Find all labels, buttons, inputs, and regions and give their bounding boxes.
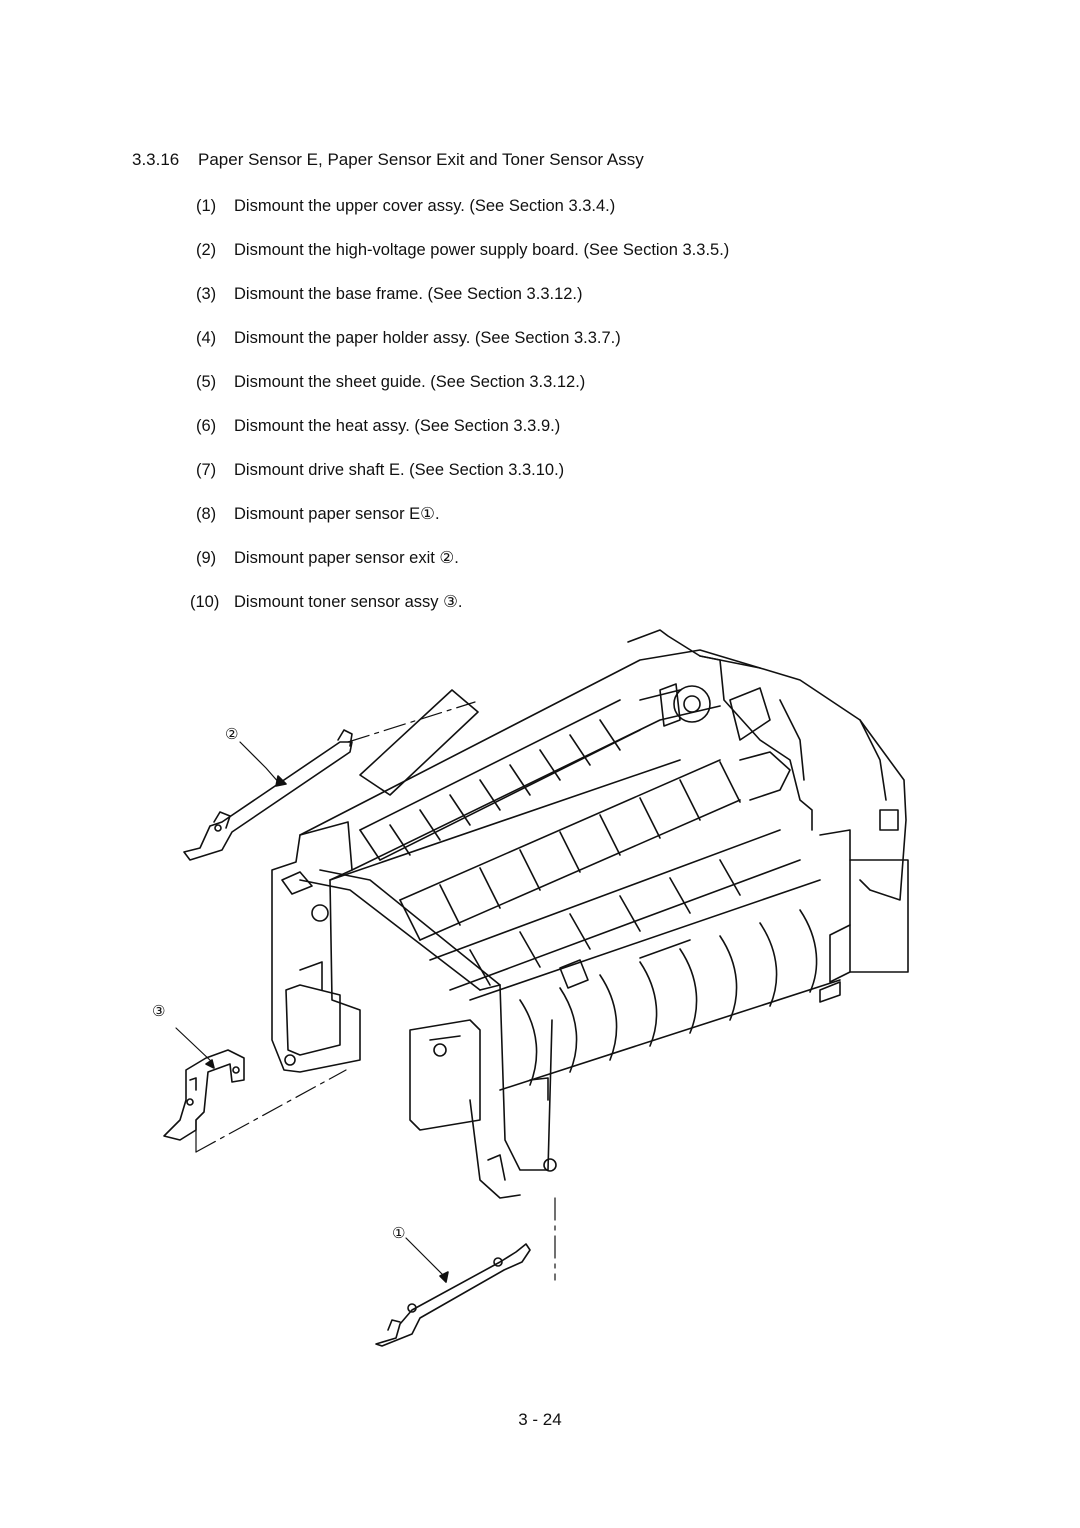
step-number: (9) (196, 549, 217, 567)
step-4: (4) Dismount the paper holder assy. (See … (196, 329, 621, 348)
step-text: Dismount the heat assy. (See Section 3.3… (234, 417, 561, 435)
step-3: (3) Dismount the base frame. (See Section… (196, 285, 583, 304)
section-heading: 3.3.16 Paper Sensor E, Paper Sensor Exit … (132, 150, 644, 170)
page-number: 3 - 24 (518, 1410, 562, 1429)
step-text: Dismount the sheet guide. (See Section 3… (234, 373, 586, 391)
printer-chassis (271, 629, 909, 1199)
step-number: (10) (190, 593, 220, 611)
step-text: Dismount paper sensor E①. (234, 505, 440, 523)
step-number: (5) (196, 373, 217, 391)
step-number: (7) (196, 461, 217, 479)
step-5: (5) Dismount the sheet guide. (See Sectio… (196, 373, 585, 392)
step-number: (1) (196, 197, 217, 215)
assembly-guide-lines (195, 701, 556, 1281)
callout-3: ③ (152, 1003, 166, 1020)
step-7: (7) Dismount drive shaft E. (See Section … (196, 461, 564, 480)
step-text: Dismount the paper holder assy. (See Sec… (234, 329, 621, 347)
step-2: (2) Dismount the high-voltage power suppl… (196, 241, 729, 260)
step-1: (1) Dismount the upper cover assy. (See S… (196, 197, 615, 216)
step-6: (6) Dismount the heat assy. (See Section … (196, 417, 560, 436)
section-number: 3.3.16 (132, 150, 180, 169)
section-title: Paper Sensor E, Paper Sensor Exit and To… (198, 150, 644, 169)
step-text: Dismount drive shaft E. (See Section 3.3… (234, 461, 565, 479)
step-number: (3) (196, 285, 217, 303)
step-text: Dismount toner sensor assy ③. (234, 593, 463, 611)
step-number: (8) (196, 505, 217, 523)
step-number: (4) (196, 329, 217, 347)
step-text: Dismount the base frame. (See Section 3.… (234, 285, 583, 303)
step-10: (10) Dismount toner sensor assy ③. (190, 592, 462, 612)
paper-sensor-e-part (375, 1237, 531, 1347)
step-number: (2) (196, 241, 217, 259)
toner-sensor-part (163, 1027, 245, 1141)
step-8: (8) Dismount paper sensor E①. (196, 504, 440, 524)
step-text: Dismount paper sensor exit ②. (234, 549, 459, 567)
callout-1: ① (392, 1225, 406, 1242)
step-text: Dismount the high-voltage power supply b… (234, 241, 730, 259)
callout-2: ② (225, 726, 239, 743)
step-9: (9) Dismount paper sensor exit ②. (196, 548, 459, 568)
paper-sensor-exit-part (183, 729, 353, 861)
step-text: Dismount the upper cover assy. (See Sect… (234, 197, 616, 215)
step-number: (6) (196, 417, 217, 435)
